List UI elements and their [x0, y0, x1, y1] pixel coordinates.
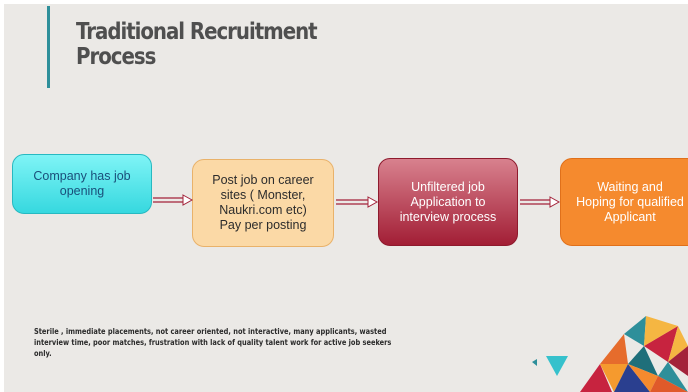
flow-step-label: Pay per posting: [219, 218, 307, 232]
flow-step-post-job: Post job on career sites ( Monster, Nauk…: [192, 159, 334, 247]
flow-step-label: sites ( Monster,: [220, 188, 306, 202]
flow-step-label: Company has job: [33, 169, 131, 183]
flow-step-label: Waiting and: [597, 179, 663, 194]
slide: Traditional Recruitment Process Company …: [4, 4, 688, 392]
flow-step-label: Naukri.com etc): [219, 203, 307, 217]
flow-step-label: Unfiltered job: [411, 179, 485, 194]
title-accent-bar: [47, 6, 50, 88]
flow-step-label: opening: [59, 184, 105, 198]
flow-step-label: Hoping for qualified: [576, 194, 684, 209]
flow-step-unfiltered-application: Unfiltered job Application to interview …: [378, 158, 518, 246]
footnote-line: only.: [34, 349, 52, 358]
slide-title: Traditional Recruitment Process: [76, 20, 386, 70]
geometric-triangles-icon: [532, 316, 688, 392]
footnote: Sterile , immediate placements, not care…: [34, 326, 393, 359]
flow-step-company-opening: Company has job opening: [12, 154, 152, 214]
flow-step-label: Post job on career: [212, 173, 314, 187]
footnote-line: Sterile , immediate placements, not care…: [34, 327, 387, 336]
title-line: Process: [76, 44, 156, 70]
arrow-right-icon: [336, 196, 379, 208]
arrow-right-icon: [153, 194, 194, 206]
flow-step-waiting: Waiting and Hoping for qualified Applica…: [560, 158, 688, 246]
flow-step-label: Applicant: [604, 209, 656, 224]
flow-step-label: interview process: [399, 209, 497, 224]
footnote-line: interview time, poor matches, frustratio…: [34, 338, 392, 347]
arrow-right-icon: [520, 196, 561, 208]
flow-step-label: Application to: [410, 194, 486, 209]
title-line: Traditional Recruitment: [76, 19, 318, 45]
